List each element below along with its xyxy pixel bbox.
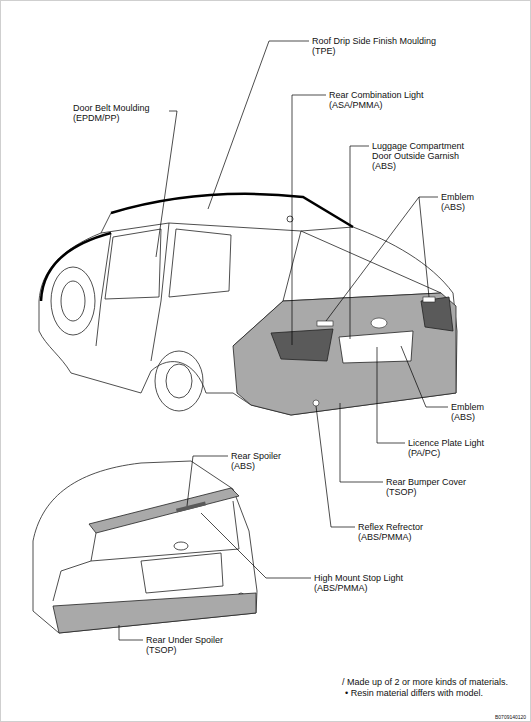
part-label: High Mount Stop Light (ABS/PMMA) <box>314 573 422 593</box>
rear-wheel-hub <box>166 364 192 398</box>
note-text: / Made up of 2 or more kinds of material… <box>342 677 508 687</box>
leader-line <box>187 456 228 506</box>
license-plate-area <box>141 553 223 593</box>
part-label: Roof Drip Side Finish Moulding (TPE) <box>312 36 452 56</box>
part-label: Rear Bumper Cover (TSOP) <box>386 477 476 497</box>
car-body-outline <box>39 194 457 415</box>
front-wheel <box>51 267 95 335</box>
door-line <box>151 223 169 361</box>
rear-door-window <box>169 229 231 297</box>
emblem <box>423 297 435 302</box>
leader-line <box>316 406 355 527</box>
rear-window-edge <box>301 231 441 293</box>
rear-spoiler <box>89 488 239 533</box>
rear-window <box>283 231 441 301</box>
leader-line <box>377 347 405 443</box>
roof-drip-moulding <box>111 194 353 227</box>
part-label: Reflex Refrector (ABS/PMMA) <box>358 522 440 542</box>
brand-emblem <box>371 318 387 328</box>
emblem <box>317 321 333 326</box>
front-door-line <box>96 233 111 346</box>
leader-line <box>326 197 438 321</box>
part-label: Rear Combination Light (ASA/PMMA) <box>329 90 441 110</box>
part-label: Rear Under Spoiler (TSOP) <box>146 635 238 655</box>
front-wheel-hub <box>61 281 85 321</box>
high-mount-stop-light <box>176 501 206 512</box>
front-door-window <box>105 229 161 299</box>
rear-wheel <box>155 351 203 411</box>
leader-line <box>119 625 143 640</box>
rear-combination-light <box>271 329 333 361</box>
door-belt-moulding <box>41 233 111 301</box>
rear-light-edge <box>53 561 91 601</box>
belt-line <box>101 223 353 233</box>
part-label: Emblem (ABS) <box>451 402 493 422</box>
part-label: Emblem (ABS) <box>441 192 483 212</box>
leader-line <box>292 95 326 345</box>
leader-line <box>201 513 311 578</box>
leader-line <box>340 403 383 482</box>
leader-line <box>401 346 448 407</box>
car-body-outline <box>33 461 257 633</box>
leader-line <box>156 111 177 257</box>
leader-line <box>208 41 309 209</box>
part-label: Luggage Compartment Door Outside Garnish… <box>372 141 468 171</box>
brand-emblem <box>174 542 188 550</box>
part-label: Licence Plate Light (PA/PC) <box>408 438 496 458</box>
leader-line <box>419 197 429 297</box>
leader-line <box>350 146 369 339</box>
rear-under-spoiler <box>53 593 256 633</box>
figure-code: B0709140120 <box>495 714 526 720</box>
part-label: Door Belt Moulding (EPDM/PP) <box>73 103 165 123</box>
reflex-reflector <box>313 400 319 406</box>
note-text: • Resin material differs with model. <box>345 688 483 698</box>
rear-bumper-cover <box>233 293 456 415</box>
rear-combination-light <box>421 297 453 331</box>
part-label: Rear Spoiler (ABS) <box>231 451 291 471</box>
